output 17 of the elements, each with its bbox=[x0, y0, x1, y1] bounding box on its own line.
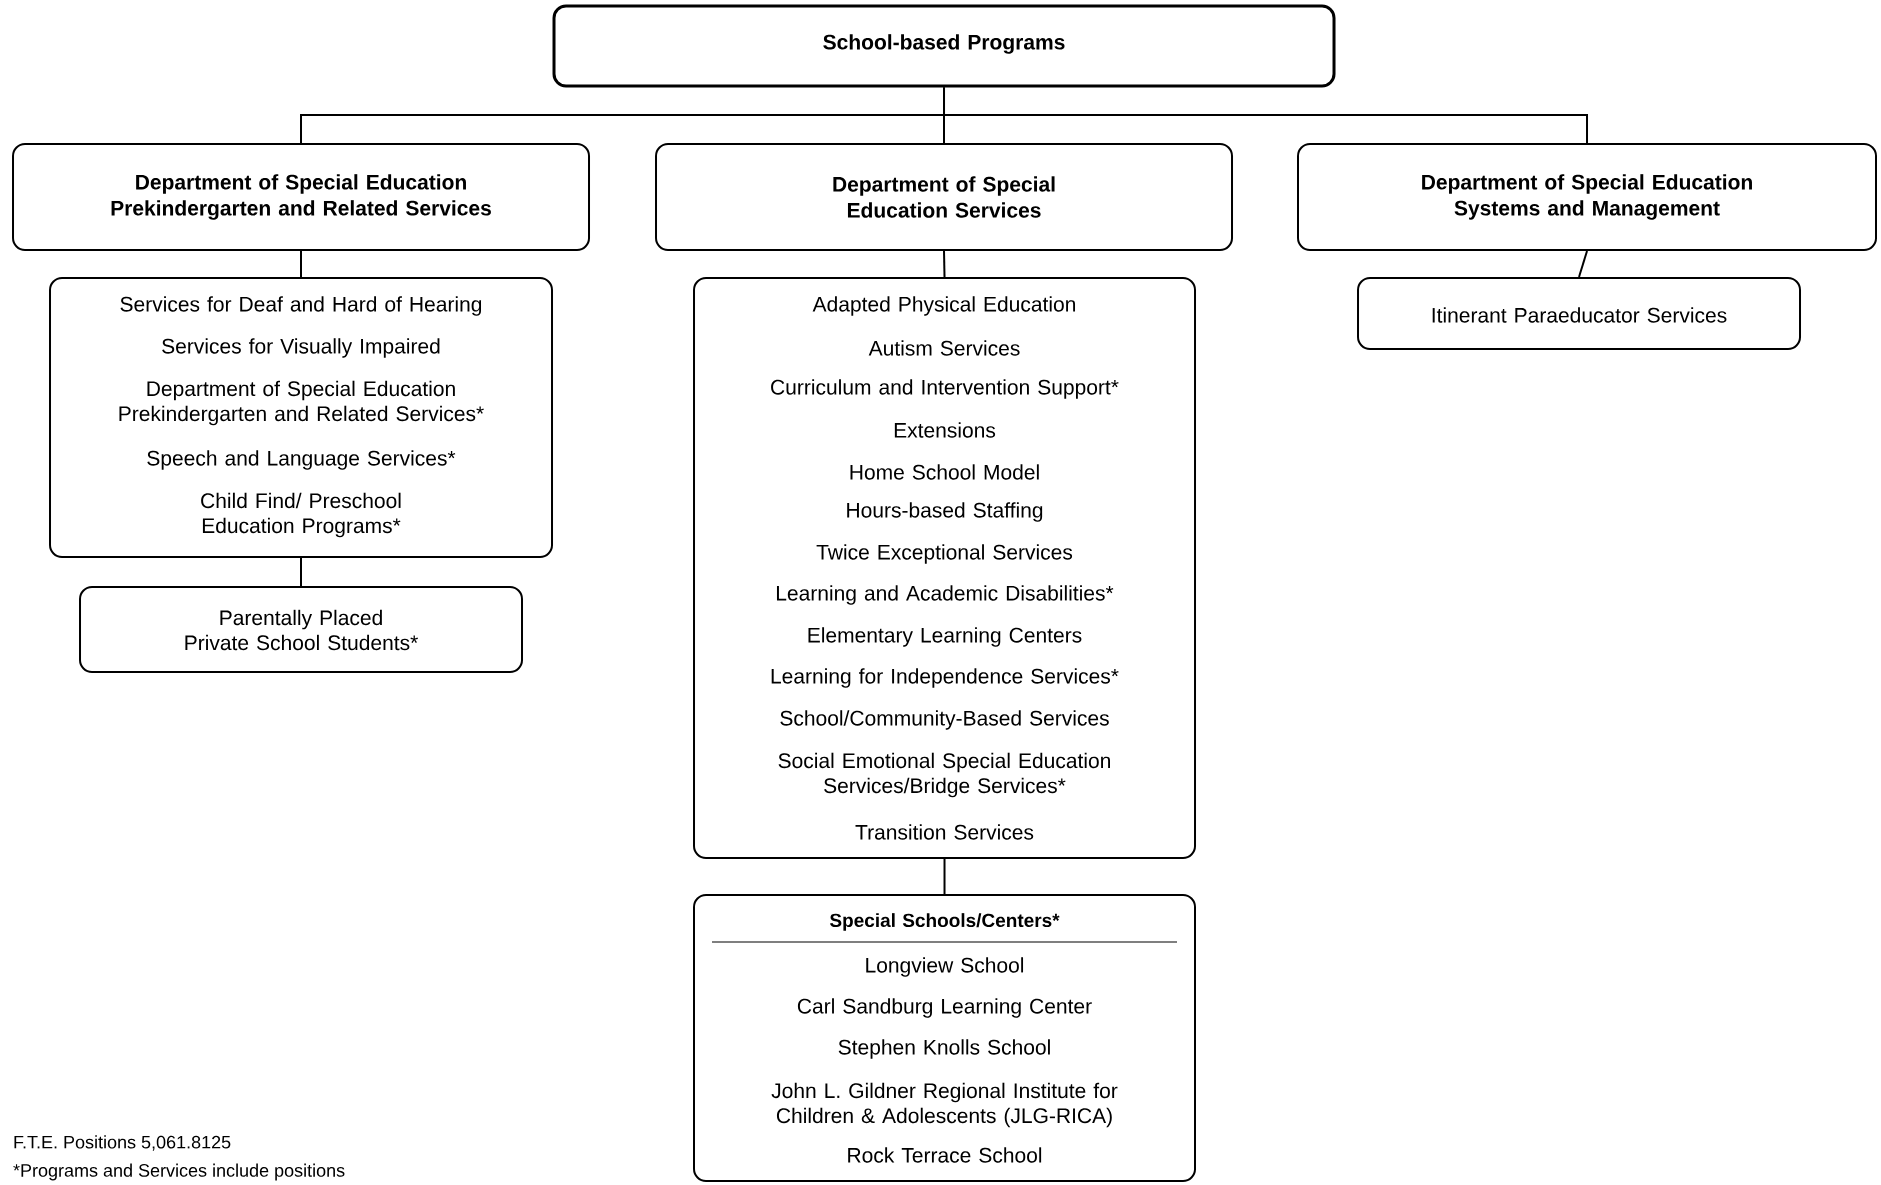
department-box: Department of Special Education Systems and Management bbox=[1297, 143, 1877, 251]
connector-line bbox=[943, 86, 1588, 144]
department-box: Department of Special Education Services bbox=[655, 143, 1233, 251]
program-list-box: Itinerant Paraeducator Services bbox=[1357, 277, 1801, 350]
connector-line bbox=[943, 250, 946, 278]
footnote: F.T.E. Positions 5,061.8125 bbox=[14, 1135, 231, 1151]
program-list-box: Adapted Physical Education Autism Services Curriculum and Intervention Support* Extensions Home School Model Hours-based Staffing Twice Exceptional Services Learning and Academic Disabilities* Elementary Learning Centers Learning for Independence Services* School/Community-Based Services Social Emotional Special Education Services/Bridge Services* Transition Services bbox=[693, 277, 1196, 859]
footnote: *Programs and Services include positions bbox=[13, 1163, 345, 1181]
program-list-box: Special Schools/Centers* Longview School Carl Sandburg Learning Center Stephen Knolls School John L. Gildner Regional Institute for Children & Adolescents (JLG-RICA) Rock Terrace School bbox=[693, 894, 1196, 1182]
program-list-box: Services for Deaf and Hard of Hearing Services for Visually Impaired Department of Special Education Prekindergarten and Related Services* Speech and Language Services* Child Find/ Preschool Education Programs* bbox=[49, 277, 553, 558]
connector-line bbox=[300, 250, 302, 278]
title-box: School-based Programs bbox=[552, 4, 1336, 88]
program-list-box: Parentally Placed Private School Students* bbox=[79, 586, 523, 673]
connector-line bbox=[300, 557, 302, 587]
connector-line bbox=[1578, 250, 1588, 278]
department-box: Department of Special Education Prekindergarten and Related Services bbox=[12, 143, 590, 251]
connector-line bbox=[943, 858, 946, 895]
